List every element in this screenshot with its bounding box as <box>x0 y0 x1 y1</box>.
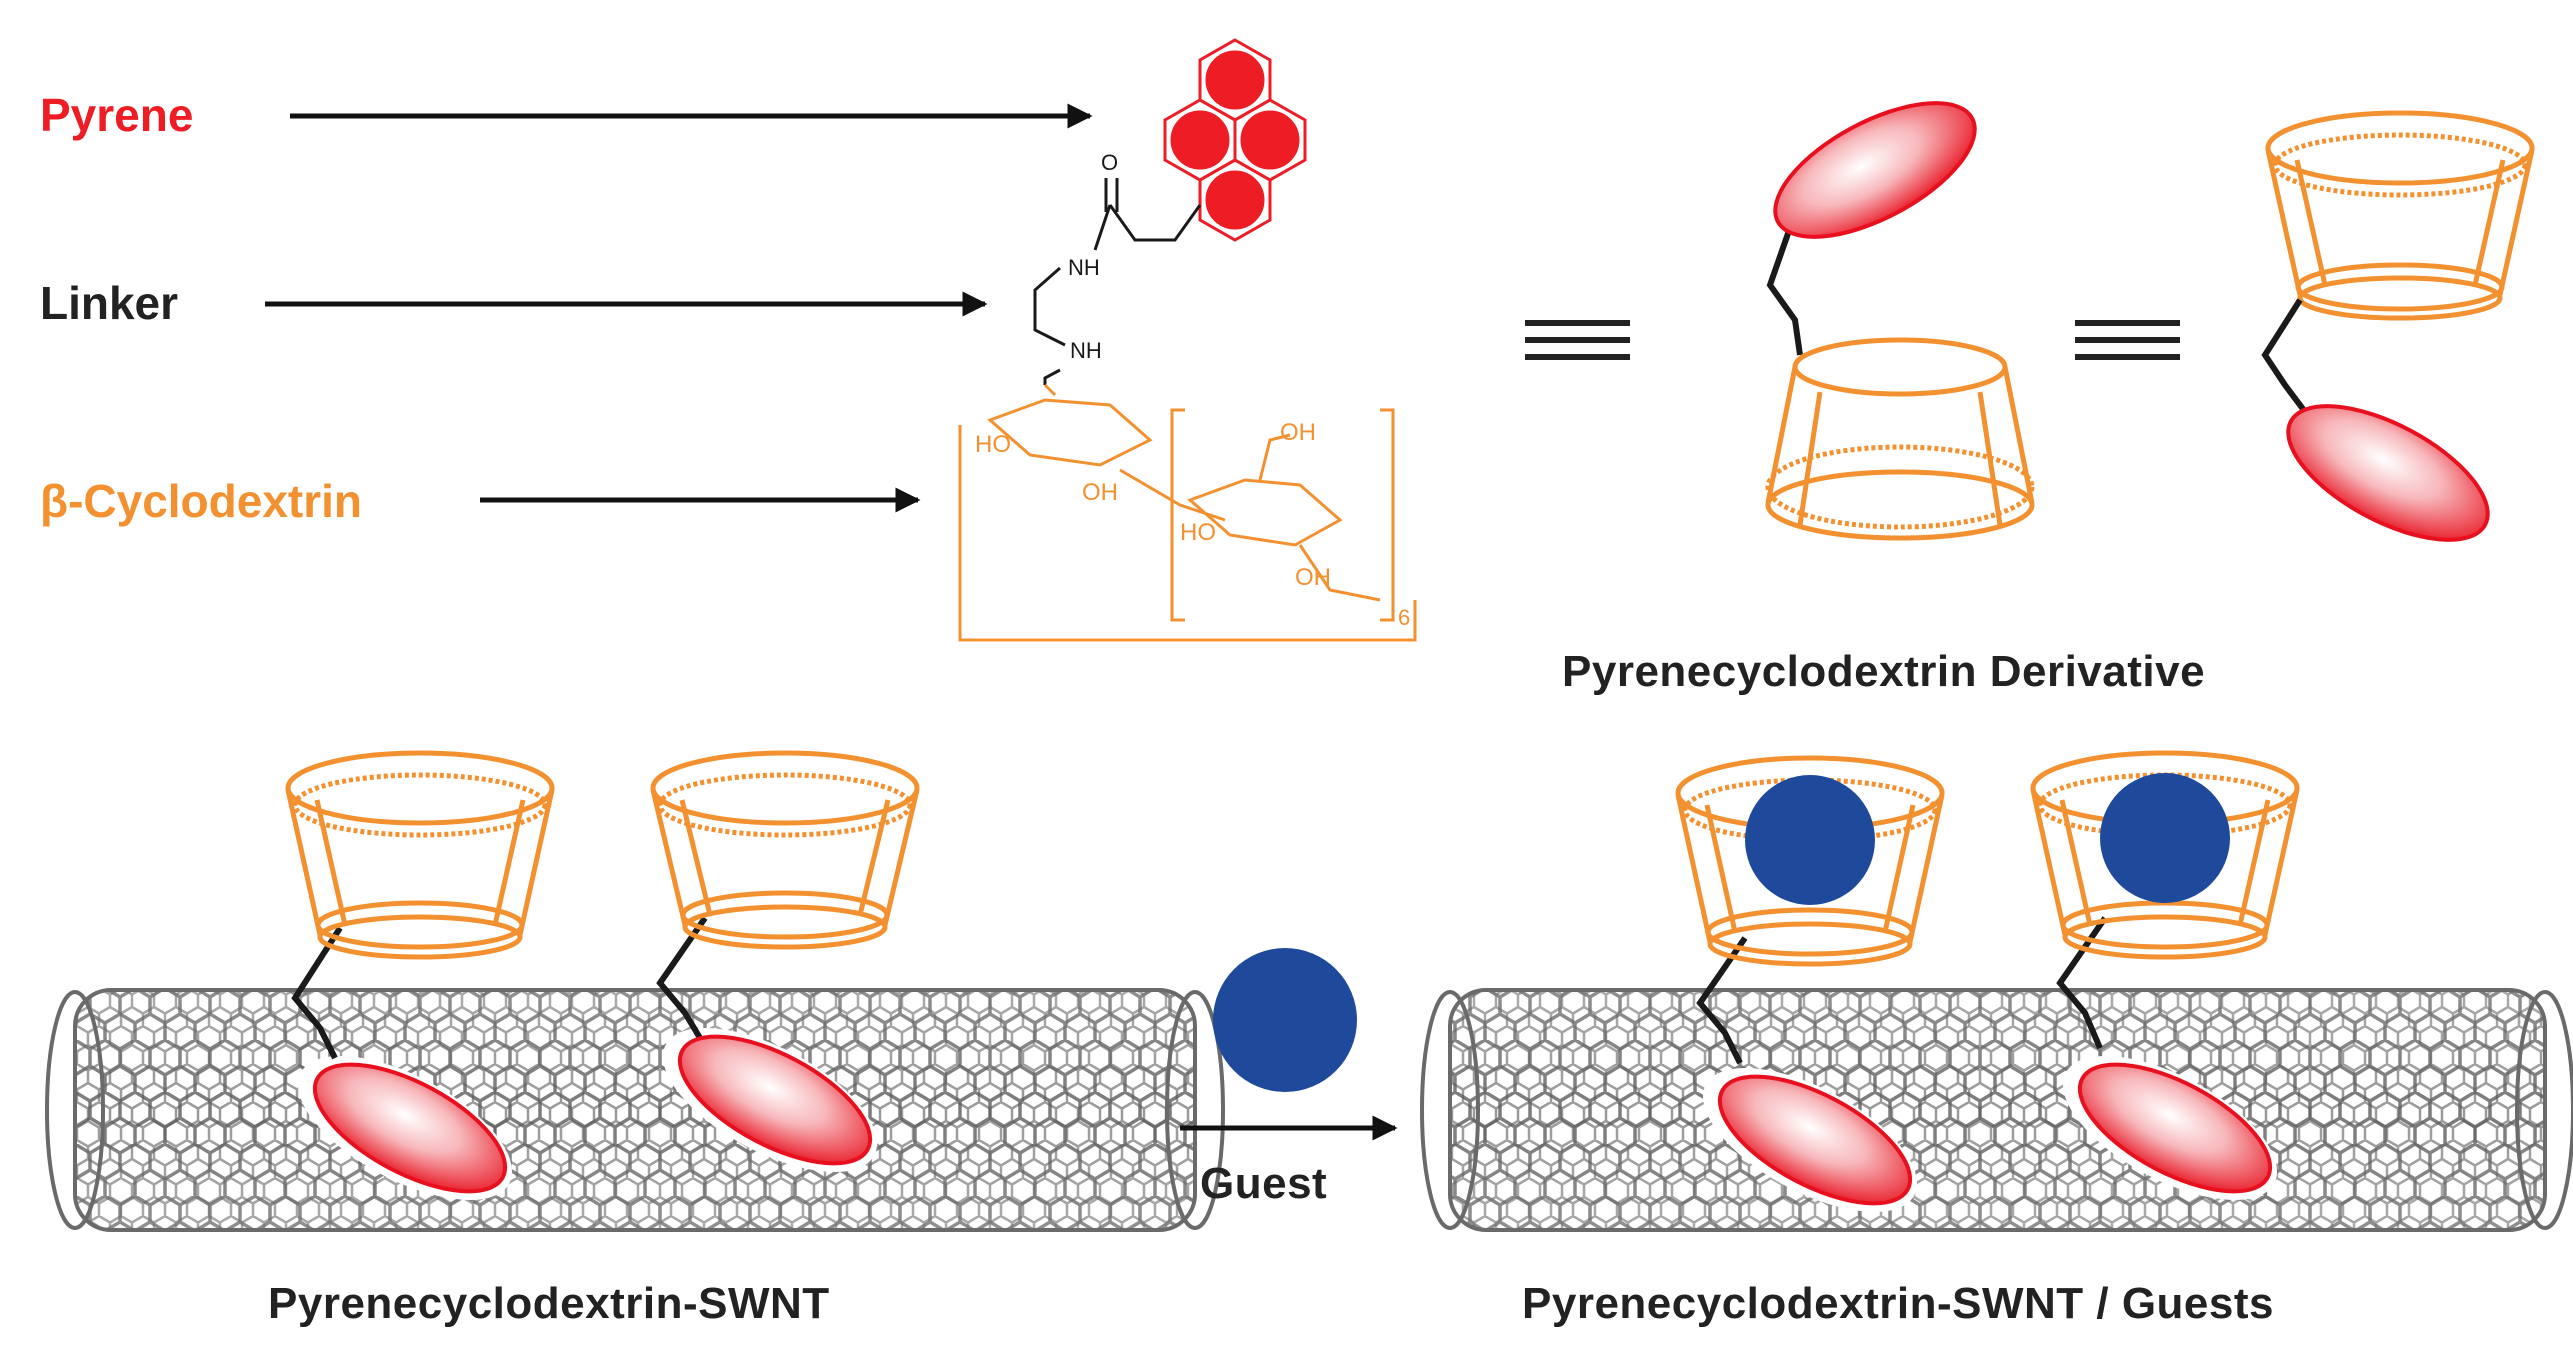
left-tube-molecule-1 <box>285 750 555 1200</box>
pyrene-structure <box>1163 38 1307 242</box>
guest-in-cavity <box>1745 775 1875 905</box>
swnt-right <box>1420 988 2573 1232</box>
repeat-count-label: 6 <box>1398 605 1410 630</box>
linker-label: Linker <box>40 277 179 329</box>
linker-line <box>291 926 343 1060</box>
cyclodextrin-structure <box>958 383 1417 642</box>
oh-ring2-label: OH <box>1295 564 1331 591</box>
amine-nh-label: NH <box>1070 338 1102 363</box>
right-tube-molecule-1 <box>1675 755 1945 1212</box>
swnt-left <box>45 988 1225 1232</box>
derivative-cartoon-up <box>1765 101 2035 541</box>
cyclodextrin-cup <box>285 750 555 960</box>
pyrene-ellipse <box>2286 404 2490 542</box>
pyrene-ellipse <box>2077 1062 2273 1194</box>
cyclodextrin-cup <box>1765 337 2035 541</box>
swnt-guests-caption: Pyrenecyclodextrin-SWNT / Guests <box>1522 1279 2274 1328</box>
linker-structure <box>1033 178 1202 385</box>
guest-in-cavity <box>2100 773 2230 903</box>
guest-label: Guest <box>1200 1159 1328 1208</box>
derivative-cartoon-down <box>2261 110 2535 542</box>
ho-ring1-label: HO <box>975 431 1011 458</box>
ho-ring2-label: HO <box>1180 519 1216 546</box>
oh-top-label: OH <box>1280 419 1316 446</box>
equivalence-symbol-2 <box>2075 320 2180 360</box>
pyrene-ellipse <box>1773 101 1977 239</box>
linker-line <box>656 916 708 1040</box>
linker-line <box>1696 936 1748 1065</box>
pyrene-ellipse <box>312 1062 508 1194</box>
left-tube-molecule-2 <box>650 750 920 1172</box>
cyclodextrin-cup <box>2265 110 2535 321</box>
cyclodextrin-label: β-Cyclodextrin <box>40 475 363 527</box>
pyrene-label: Pyrene <box>40 89 194 141</box>
oh-ring1-label: OH <box>1082 479 1118 506</box>
guest-circle <box>1213 948 1357 1092</box>
swnt-caption: Pyrenecyclodextrin-SWNT <box>268 1279 830 1328</box>
equivalence-symbol-1 <box>1525 320 1630 360</box>
right-tube-molecule-2 <box>2030 750 2300 1200</box>
pyrene-ellipse <box>677 1034 873 1166</box>
linker-line <box>1766 204 1803 356</box>
linker-line <box>2261 298 2318 427</box>
derivative-caption: Pyrenecyclodextrin Derivative <box>1562 647 2206 696</box>
amide-nh-label: NH <box>1068 255 1100 280</box>
pyrene-ellipse <box>1717 1074 1913 1206</box>
cyclodextrin-cup <box>650 750 920 950</box>
carbonyl-o-label: O <box>1101 150 1118 175</box>
